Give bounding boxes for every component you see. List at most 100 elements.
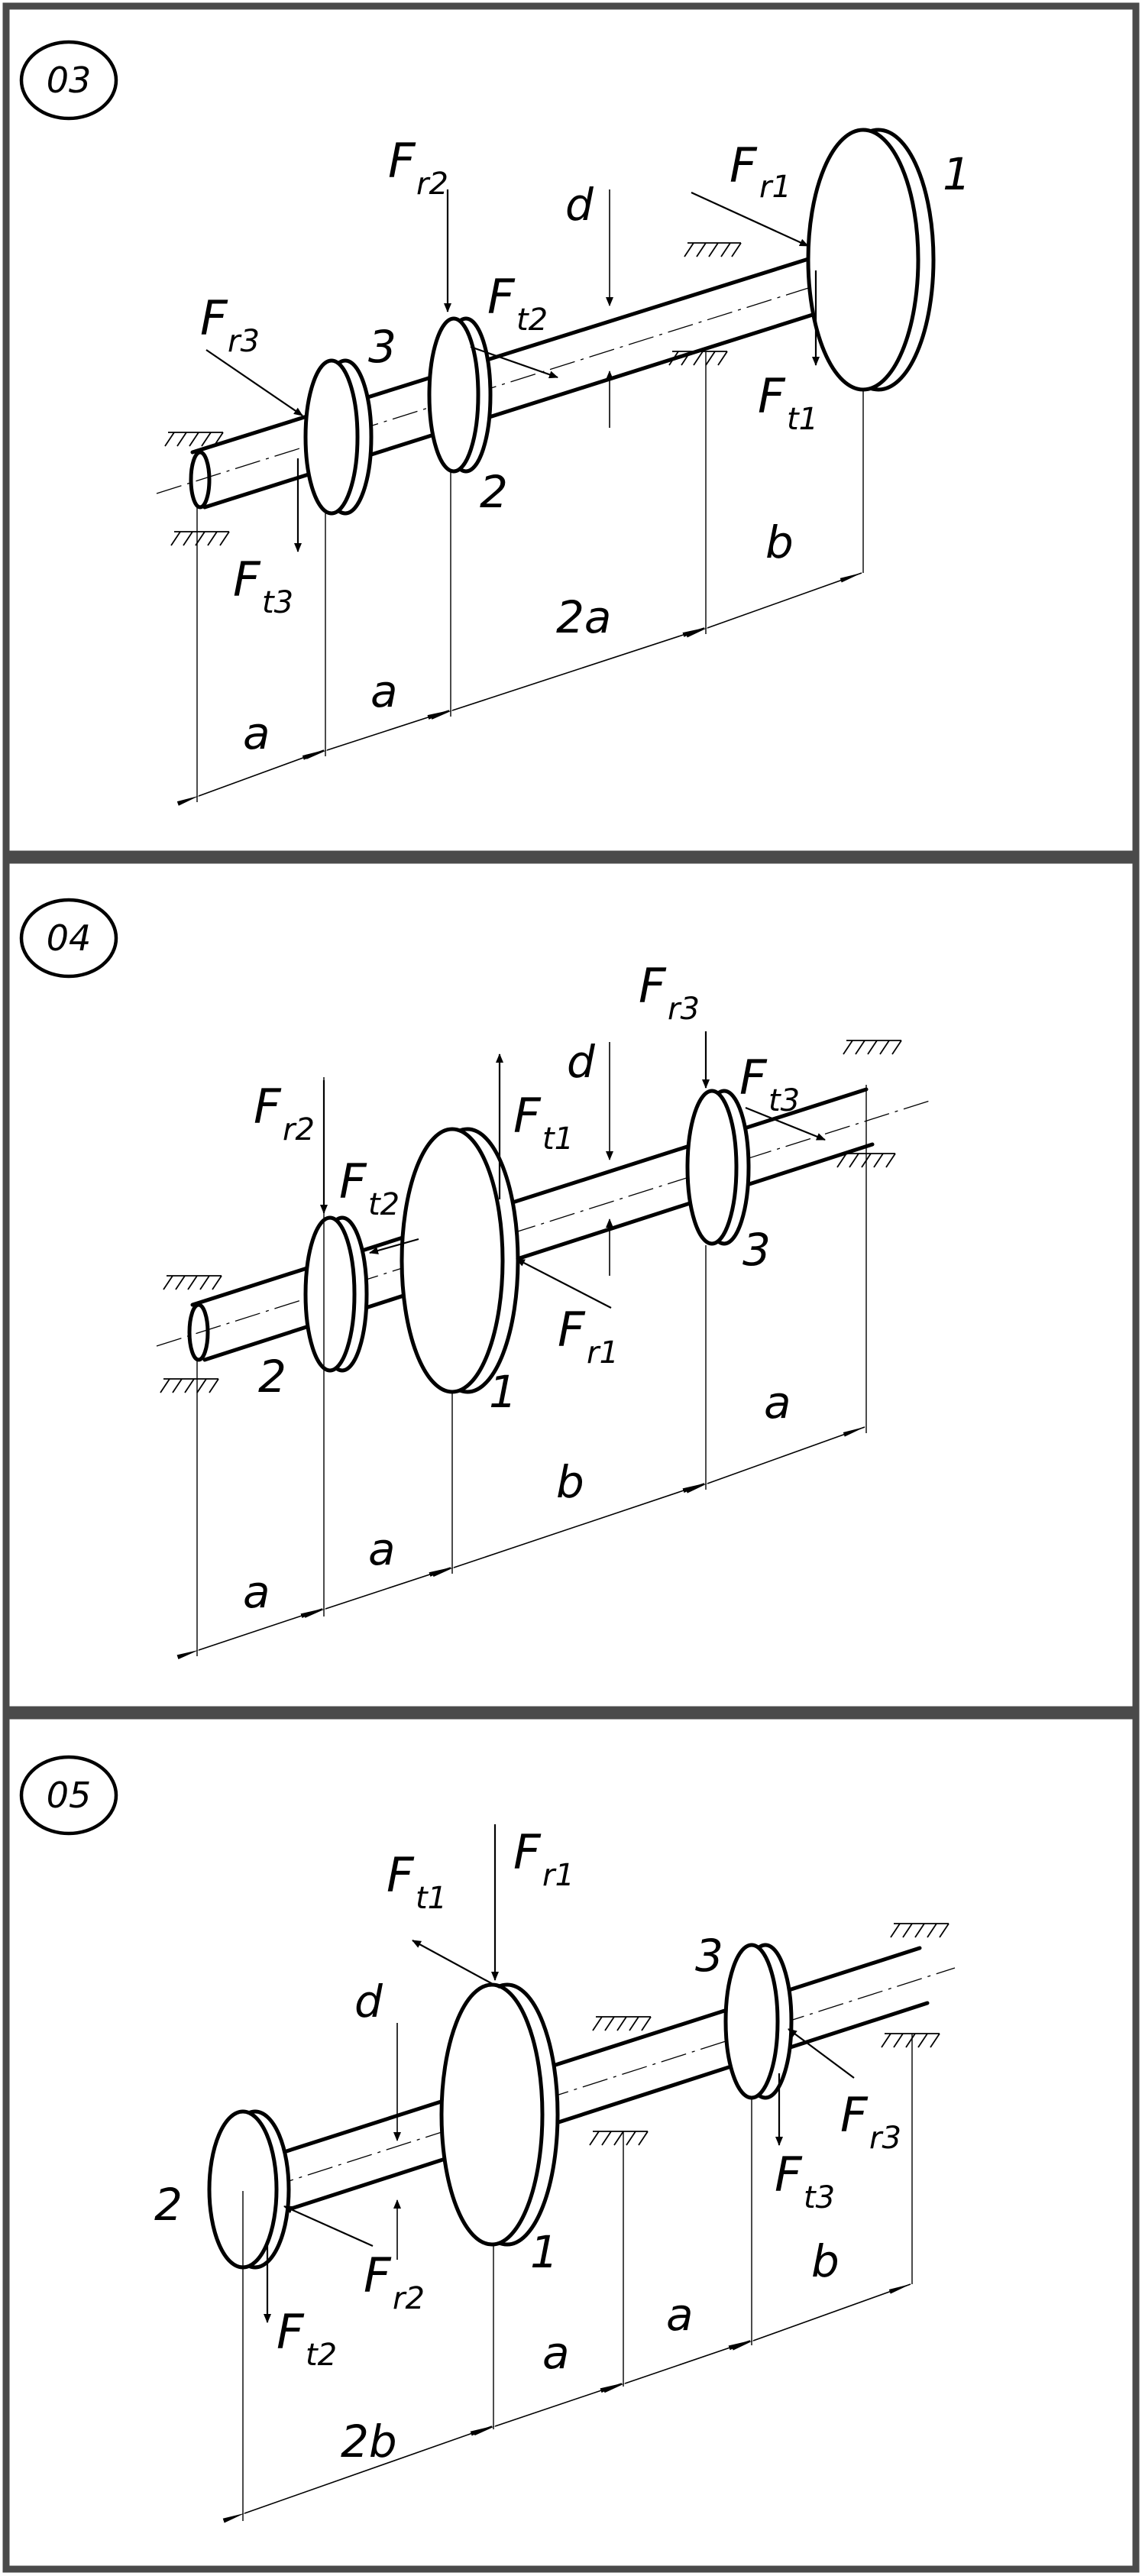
svg-text:F: F — [513, 1088, 542, 1144]
svg-text:F: F — [840, 2087, 869, 2143]
svg-text:a: a — [764, 1377, 791, 1429]
svg-text:F: F — [739, 1050, 768, 1105]
svg-text:t1: t1 — [787, 402, 818, 437]
svg-text:F: F — [200, 290, 228, 346]
gear-1 — [439, 1982, 560, 2247]
panel-frame — [2, 1712, 1140, 2573]
svg-text:F: F — [513, 1824, 542, 1880]
svg-text:t3: t3 — [768, 1083, 800, 1118]
svg-text:a: a — [243, 1566, 270, 1618]
panel-05: 05 — [2, 1712, 1140, 2573]
svg-text:a: a — [368, 1523, 396, 1575]
support-left — [164, 432, 230, 546]
svg-text:d: d — [354, 1976, 383, 2027]
force-ft1: F t1 — [387, 1847, 500, 1989]
force-fr3: F r3 — [788, 2028, 901, 2156]
variant-badge: 05 — [19, 1755, 118, 1836]
gear-2-number: 2 — [480, 466, 508, 518]
force-fr3: F r3 — [200, 290, 303, 416]
force-ft1: F t1 — [758, 270, 820, 437]
gear-3-number: 3 — [742, 1224, 771, 1276]
svg-text:F: F — [639, 958, 667, 1014]
svg-text:r3: r3 — [869, 2121, 901, 2156]
svg-text:2b: 2b — [341, 2416, 397, 2468]
force-fr3: F r3 — [639, 958, 710, 1089]
panel-frame — [2, 856, 1140, 1714]
gear-2 — [207, 2109, 291, 2270]
svg-text:t2: t2 — [516, 303, 548, 338]
variant-number: 05 — [47, 1775, 92, 1816]
gear-3 — [303, 358, 374, 516]
gear-1 — [806, 128, 936, 392]
svg-text:F: F — [758, 368, 786, 424]
gear-3-number: 3 — [695, 1930, 723, 1982]
svg-text:F: F — [487, 269, 516, 325]
svg-text:r2: r2 — [393, 2281, 425, 2316]
svg-text:t3: t3 — [262, 585, 293, 620]
svg-text:F: F — [233, 552, 261, 607]
svg-text:F: F — [387, 1847, 415, 1903]
svg-text:b: b — [556, 1456, 584, 1508]
diameter-dimension: d — [567, 1036, 613, 1276]
svg-text:r1: r1 — [587, 1335, 619, 1371]
panel-04: 04 — [2, 856, 1140, 1714]
support-right — [881, 1923, 950, 2048]
svg-text:t2: t2 — [306, 2338, 337, 2373]
variant-number: 03 — [47, 60, 92, 101]
force-fr2: F r2 — [388, 133, 451, 312]
force-ft2: F t2 — [470, 269, 558, 379]
gear-2-number: 2 — [258, 1351, 286, 1403]
svg-text:r3: r3 — [668, 992, 700, 1027]
svg-text:F: F — [254, 1079, 282, 1134]
svg-text:t3: t3 — [804, 2180, 835, 2215]
gear-3 — [685, 1089, 751, 1246]
svg-text:2a: 2a — [556, 591, 611, 643]
diameter-dimension: d — [354, 1976, 401, 2260]
force-ft2: F t2 — [264, 2246, 337, 2373]
force-fr2: F r2 — [283, 2205, 425, 2316]
svg-text:r1: r1 — [542, 1858, 574, 1893]
gear-1-number: 1 — [489, 1366, 517, 1418]
gear-2-number: 2 — [154, 2179, 183, 2231]
svg-text:F: F — [277, 2304, 305, 2360]
svg-text:b: b — [811, 2235, 840, 2287]
svg-text:b: b — [765, 516, 794, 568]
svg-text:a: a — [666, 2289, 694, 2341]
dimension-line: a a b a — [176, 1377, 865, 1660]
svg-text:d: d — [565, 179, 594, 231]
gear-1 — [400, 1127, 520, 1394]
svg-text:F: F — [775, 2147, 803, 2202]
svg-text:r2: r2 — [283, 1112, 315, 1147]
variant-badge: 04 — [19, 898, 118, 979]
dimension-line: a a 2a b — [176, 516, 862, 806]
panel-03: 03 — [2, 2, 1140, 858]
svg-text:d: d — [567, 1036, 596, 1088]
variant-number: 04 — [47, 917, 92, 959]
support-middle — [589, 2016, 652, 2146]
gear-1-number: 1 — [943, 148, 971, 200]
variant-badge: 03 — [19, 40, 118, 121]
svg-text:t1: t1 — [416, 1881, 447, 1916]
svg-text:r3: r3 — [228, 324, 260, 359]
force-ft3: F t3 — [233, 458, 302, 620]
diameter-dimension: d — [565, 179, 613, 428]
force-ft3: F t3 — [775, 2073, 835, 2215]
svg-text:t2: t2 — [368, 1187, 400, 1222]
force-fr1: F r1 — [516, 1258, 619, 1371]
svg-text:F: F — [339, 1154, 367, 1209]
gear-3 — [723, 1943, 794, 2100]
force-fr1: F r1 — [691, 138, 809, 248]
svg-text:t1: t1 — [542, 1121, 574, 1157]
force-ft3: F t3 — [739, 1050, 826, 1141]
shaft — [156, 1087, 933, 1362]
svg-text:a: a — [542, 2327, 570, 2379]
force-fr1: F r1 — [491, 1824, 574, 1981]
gear-2 — [427, 316, 493, 474]
gear-1-number: 1 — [530, 2226, 558, 2278]
svg-text:F: F — [364, 2248, 392, 2303]
svg-text:F: F — [730, 138, 758, 193]
svg-text:r1: r1 — [759, 170, 791, 205]
gear-2 — [303, 1215, 369, 1373]
svg-text:a: a — [370, 665, 398, 717]
